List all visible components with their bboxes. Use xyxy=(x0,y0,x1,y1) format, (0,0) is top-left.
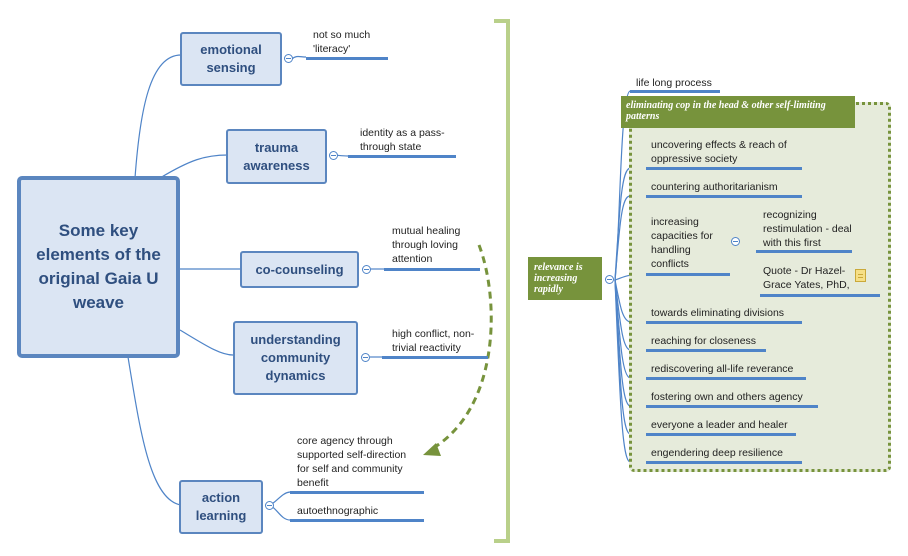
item-fostering-agency: fostering own and others agency xyxy=(651,391,803,403)
topic-emotional-sensing[interactable]: emotional sensing xyxy=(180,32,282,86)
leaf-not-so-much-literacy: not so much 'literacy' xyxy=(313,29,371,55)
item-quote-hazel-grace: Quote - Dr Hazel-Grace Yates, PhD, xyxy=(763,265,850,291)
topic-understanding-community-dynamics[interactable]: understanding community dynamics xyxy=(233,321,358,395)
topic-label: trauma awareness xyxy=(243,139,310,173)
leaf-life-long-process: life long process xyxy=(636,77,712,89)
item-leader-healer: everyone a leader and healer xyxy=(651,419,788,431)
leaf-underline xyxy=(646,195,802,198)
leaf-underline xyxy=(306,57,388,60)
item-towards-eliminating-divisions: towards eliminating divisions xyxy=(651,307,785,319)
collapse-icon[interactable] xyxy=(284,54,293,63)
summary-bracket xyxy=(494,19,510,543)
leaf-underline xyxy=(646,405,818,408)
collapse-icon[interactable] xyxy=(361,353,370,362)
item-uncovering-effects: uncovering effects & reach of oppressive… xyxy=(651,139,787,165)
relevance-label[interactable]: relevance is increasing rapidly xyxy=(528,257,602,300)
leaf-underline xyxy=(646,167,802,170)
leaf-underline xyxy=(760,294,880,297)
item-countering-authoritarianism: countering authoritarianism xyxy=(651,181,778,193)
topic-label: co-counseling xyxy=(255,261,344,277)
central-topic-title: Some key elements of the original Gaia U… xyxy=(36,221,161,312)
leaf-underline xyxy=(646,321,802,324)
central-topic[interactable]: Some key elements of the original Gaia U… xyxy=(17,176,180,358)
topic-trauma-awareness[interactable]: trauma awareness xyxy=(226,129,327,184)
leaf-underline xyxy=(348,155,456,158)
topic-action-learning[interactable]: action learning xyxy=(179,480,263,534)
item-rediscovering-reverance: rediscovering all-life reverance xyxy=(651,363,794,375)
topic-label: action learning xyxy=(195,490,247,523)
leaf-underline xyxy=(756,250,852,253)
leaf-underline xyxy=(290,491,424,494)
leaf-underline xyxy=(646,377,806,380)
leaf-underline xyxy=(290,519,424,522)
note-icon[interactable] xyxy=(855,269,866,282)
leaf-underline xyxy=(630,90,720,93)
collapse-icon[interactable] xyxy=(265,501,274,510)
item-increasing-capacities: increasing capacities for handling confl… xyxy=(651,216,713,270)
leaf-identity-pass-through: identity as a pass-through state xyxy=(360,127,445,153)
leaf-underline xyxy=(646,349,766,352)
leaf-underline xyxy=(646,433,796,436)
collapse-icon[interactable] xyxy=(329,151,338,160)
leaf-core-agency: core agency through supported self-direc… xyxy=(297,435,407,489)
collapse-icon[interactable] xyxy=(605,275,614,284)
leaf-underline xyxy=(382,356,488,359)
collapse-icon[interactable] xyxy=(731,237,740,246)
leaf-underline xyxy=(646,273,730,276)
leaf-autoethnographic: autoethnographic xyxy=(297,505,379,517)
leaf-underline xyxy=(646,461,802,464)
item-reaching-for-closeness: reaching for closeness xyxy=(651,335,757,347)
topic-co-counseling[interactable]: co-counseling xyxy=(240,251,359,288)
item-deep-resilience: engendering deep resilience xyxy=(651,447,783,459)
leaf-high-conflict: high conflict, non-trivial reactivity xyxy=(392,328,475,354)
leaf-mutual-healing: mutual healing through loving attention xyxy=(392,225,461,265)
topic-label: understanding community dynamics xyxy=(250,332,341,383)
boundary-title[interactable]: eliminating cop in the head & other self… xyxy=(621,96,855,128)
leaf-underline xyxy=(384,268,480,271)
collapse-icon[interactable] xyxy=(362,265,371,274)
item-recognizing-restimulation: recognizing restimulation - deal with th… xyxy=(763,209,852,249)
boundary-group xyxy=(629,102,891,472)
topic-label: emotional sensing xyxy=(200,42,262,75)
